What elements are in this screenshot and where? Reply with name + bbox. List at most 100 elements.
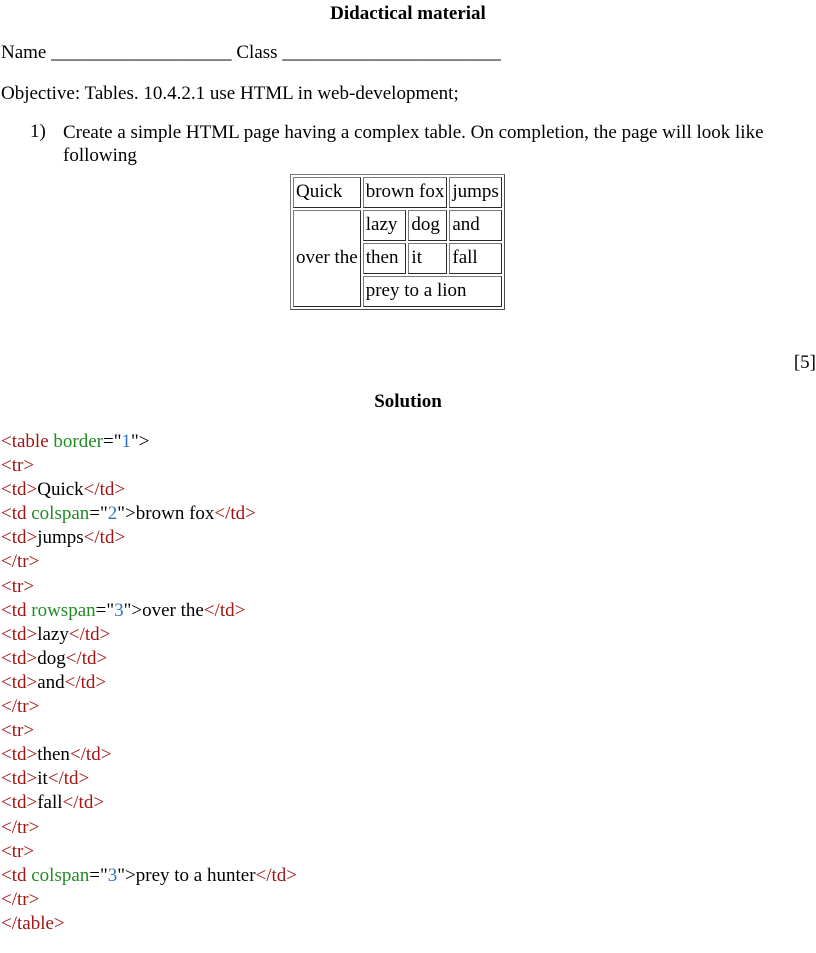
code-token: </td> xyxy=(83,527,126,549)
name-class-line: Name ___________________ Class _________… xyxy=(1,42,501,64)
name-label: Name xyxy=(1,42,47,63)
code-line: <td>and</td> xyxy=(1,671,297,695)
code-token: =" xyxy=(102,431,122,452)
sample-table-cell: dog xyxy=(408,210,448,241)
code-token: <td> xyxy=(1,671,38,693)
code-token: </td> xyxy=(69,744,112,766)
code-line: </tr> xyxy=(1,816,297,840)
code-token: "> xyxy=(123,599,143,621)
code-listing: <table border="1"><tr><td>Quick</td><td … xyxy=(1,430,297,936)
code-line: <tr> xyxy=(1,454,297,478)
code-line: <td>then</td> xyxy=(1,743,297,767)
code-token: <tr> xyxy=(1,455,35,477)
sample-table-cell: and xyxy=(449,210,502,241)
code-line: <tr> xyxy=(1,719,297,743)
code-token: </td> xyxy=(47,768,90,790)
code-token: <td> xyxy=(1,479,38,501)
code-token: lazy xyxy=(37,623,69,645)
code-token: <td> xyxy=(1,792,38,814)
code-token: <td xyxy=(1,503,32,525)
code-line: <td>dog</td> xyxy=(1,647,297,671)
sample-table-cell: fall xyxy=(449,243,502,274)
code-token: <td> xyxy=(1,768,38,790)
code-token: jumps xyxy=(37,527,84,549)
code-token: =" xyxy=(89,864,108,886)
code-token: 3 xyxy=(114,599,124,621)
code-token: "> xyxy=(130,431,150,452)
sample-table-cell: Quick xyxy=(293,177,361,208)
code-token: and xyxy=(37,671,65,693)
sample-table-cell: over the xyxy=(293,210,361,307)
sample-table-cell: brown fox xyxy=(362,177,448,208)
sample-table-cell: lazy xyxy=(362,210,407,241)
code-line: <tr> xyxy=(1,575,297,599)
code-line: </tr> xyxy=(1,888,297,912)
task-number: 1) xyxy=(30,121,46,142)
marks-label: [5] xyxy=(793,352,816,373)
code-token: <tr> xyxy=(1,575,35,597)
code-token: </td> xyxy=(255,864,298,886)
code-token: 3 xyxy=(107,864,118,886)
code-token: dog xyxy=(37,647,66,669)
objective-text: Objective: Tables. 10.4.2.1 use HTML in … xyxy=(1,83,459,104)
class-blank: _______________________ xyxy=(282,42,501,63)
code-token: </table> xyxy=(1,912,65,934)
code-token: fall xyxy=(37,792,63,814)
code-token: </td> xyxy=(68,623,111,645)
code-token: Quick xyxy=(37,479,84,501)
code-line: </tr> xyxy=(1,695,297,719)
code-token: </tr> xyxy=(1,551,40,573)
code-token: rowspan xyxy=(31,599,96,621)
code-token: "> xyxy=(117,864,136,886)
code-line: </tr> xyxy=(1,550,297,574)
code-token: </td> xyxy=(83,479,126,501)
sample-table-cell: it xyxy=(408,243,448,274)
code-line: <td colspan="2">brown fox</td> xyxy=(1,502,297,526)
class-label: Class xyxy=(236,42,278,63)
code-line: <tr> xyxy=(1,840,297,864)
code-token: <tr> xyxy=(1,840,35,862)
code-token: <td> xyxy=(1,527,38,549)
task-text: Create a simple HTML page having a compl… xyxy=(63,122,764,166)
code-token: 1 xyxy=(121,431,131,452)
sample-table-cell: jumps xyxy=(449,177,502,208)
code-token: <td xyxy=(1,599,32,621)
code-token: <td> xyxy=(1,623,38,645)
code-token: it xyxy=(37,768,48,790)
code-token: "> xyxy=(117,503,136,525)
code-token: </td> xyxy=(64,671,107,693)
solution-heading: Solution xyxy=(374,391,442,412)
document-title: Didactical material xyxy=(330,3,486,24)
code-token: over the xyxy=(142,599,204,621)
code-line: <td>Quick</td> xyxy=(1,478,297,502)
code-line: <td>lazy</td> xyxy=(1,623,297,647)
code-line: </table> xyxy=(1,912,297,936)
code-token: </td> xyxy=(214,503,256,525)
code-token: <table xyxy=(1,431,54,452)
code-token: =" xyxy=(89,503,108,525)
sample-table-cell: prey to a lion xyxy=(362,276,502,307)
code-line: <td>jumps</td> xyxy=(1,526,297,550)
code-token: colspan xyxy=(31,864,90,886)
code-line: <td>fall</td> xyxy=(1,791,297,815)
name-blank: ___________________ xyxy=(51,42,232,63)
code-line: <table border="1"> xyxy=(1,430,297,454)
code-token: <tr> xyxy=(1,720,35,742)
code-token: then xyxy=(37,744,70,766)
code-token: </tr> xyxy=(1,696,40,718)
code-token: border xyxy=(53,431,103,452)
code-token: 2 xyxy=(107,503,118,525)
code-line: <td rowspan="3">over the</td> xyxy=(1,599,297,623)
code-line: <td>it</td> xyxy=(1,767,297,791)
code-token: </tr> xyxy=(1,816,40,838)
code-token: </td> xyxy=(62,792,105,814)
code-token: </tr> xyxy=(1,888,40,910)
code-token: prey to a hunter xyxy=(135,864,256,886)
code-token: </td> xyxy=(65,647,108,669)
code-token: colspan xyxy=(31,503,90,525)
code-token: <td> xyxy=(1,744,38,766)
code-token: <td> xyxy=(1,647,38,669)
code-line: <td colspan="3">prey to a hunter</td> xyxy=(1,864,297,888)
